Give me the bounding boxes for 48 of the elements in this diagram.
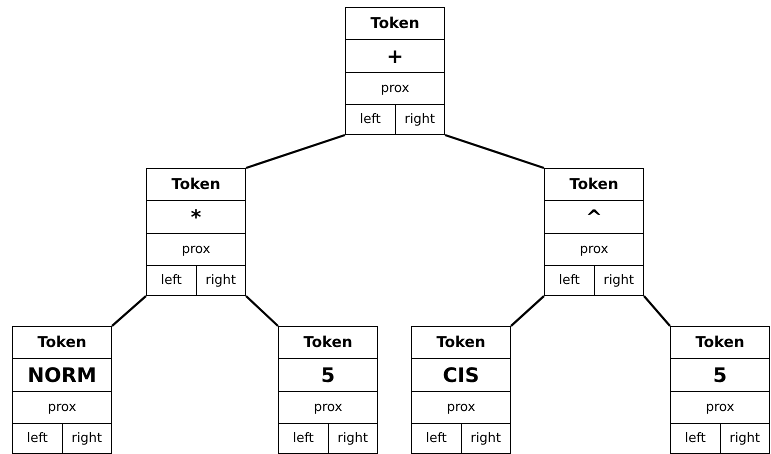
value-label: ^	[586, 204, 602, 229]
pointer-label: right	[337, 430, 368, 446]
field-label: prox	[314, 400, 342, 415]
value-label: 5	[321, 362, 335, 387]
connector-line	[510, 295, 545, 327]
value-label: 5	[713, 362, 727, 387]
field-label: prox	[182, 242, 210, 257]
pointer-label: right	[71, 430, 102, 446]
connector-line	[643, 295, 671, 327]
pointer-label: left	[684, 430, 706, 446]
pointer-label: left	[426, 430, 447, 446]
connector-line	[245, 295, 279, 327]
field-label: prox	[48, 400, 76, 415]
pointer-label: right	[404, 112, 436, 127]
token-record	[12, 326, 112, 454]
value-label: +	[386, 44, 404, 68]
connector-line	[444, 134, 544, 170]
pointer-label: left	[26, 430, 48, 446]
type-label: Token	[570, 175, 618, 194]
token-record	[544, 168, 644, 296]
type-label: Token	[370, 14, 420, 32]
pointer-label: right	[205, 272, 236, 288]
field-label: prox	[446, 400, 476, 415]
token-record	[411, 326, 511, 454]
connector-line	[246, 134, 346, 170]
pointer-label: right	[729, 430, 760, 446]
pointer-label: left	[558, 272, 580, 288]
field-label: prox	[706, 400, 734, 415]
pointer-label: left	[360, 112, 381, 127]
pointer-label: left	[292, 430, 314, 446]
type-label: Token	[38, 333, 86, 352]
pointer-label: right	[470, 430, 502, 446]
value-label: NORM	[27, 362, 97, 387]
field-label: prox	[580, 242, 608, 257]
token-record	[146, 168, 246, 296]
pointer-label: right	[603, 272, 634, 288]
token-record	[670, 326, 770, 454]
pointer-label: left	[160, 272, 182, 288]
field-label: prox	[380, 80, 410, 96]
token-record	[278, 326, 378, 454]
type-label: Token	[172, 175, 220, 194]
type-label: Token	[304, 333, 352, 352]
token-record	[345, 7, 445, 135]
value-label: CIS	[442, 362, 480, 387]
connector-line	[111, 295, 147, 327]
value-label: *	[190, 204, 202, 229]
type-label: Token	[696, 333, 744, 352]
type-label: Token	[436, 333, 486, 352]
